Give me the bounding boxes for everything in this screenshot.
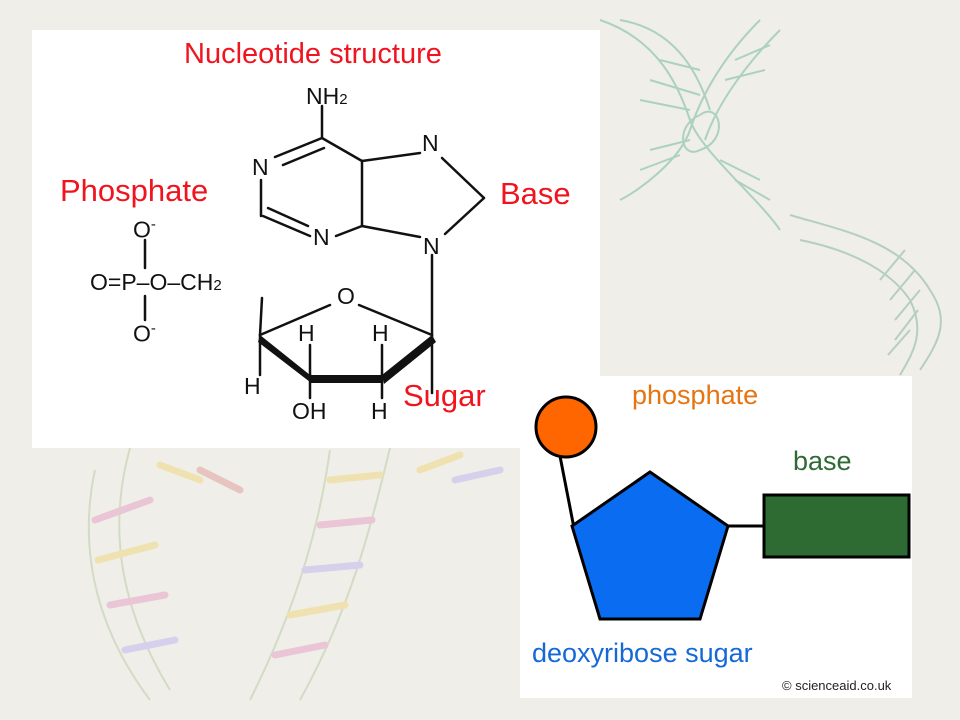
simplified-nucleotide-diagram <box>534 395 911 621</box>
ring-nitrogen-3: N <box>313 224 330 250</box>
dna-helix-right <box>789 214 942 376</box>
ring-nitrogen-7: N <box>422 130 439 156</box>
phosphate-link <box>557 450 576 529</box>
hydrogen-c4: H <box>244 373 261 399</box>
hydrogen-c3: H <box>298 320 315 346</box>
phosphate-row: O=P–O–CH2 <box>90 269 222 295</box>
phosphate-label: Phosphate <box>60 173 209 208</box>
copyright-notice: © scienceaid.co.uk <box>782 678 892 693</box>
ring-nitrogen-1: N <box>252 154 269 180</box>
nucleotide-structure-panel: Nucleotide structure Phosphate Base Suga… <box>32 30 600 448</box>
chromosome-illustration <box>599 19 781 231</box>
phosphate-circle <box>534 395 598 459</box>
sugar-ring-oxygen: O <box>337 283 355 309</box>
hydrogen-c2-lower: H <box>371 398 388 424</box>
phosphate-oxygen-bottom: O- <box>133 320 156 347</box>
dna-helix-left <box>87 447 504 701</box>
sugar-caption: deoxyribose sugar <box>532 638 753 668</box>
ring-nitrogen-9: N <box>423 233 440 259</box>
hydroxyl-group: OH <box>292 398 327 424</box>
hydrogen-c2: H <box>372 320 389 346</box>
base-rectangle <box>762 493 911 559</box>
sugar-label: Sugar <box>403 378 486 413</box>
structure-title: Nucleotide structure <box>184 38 442 70</box>
base-label: Base <box>500 176 571 211</box>
molecule-bonds <box>143 104 486 400</box>
base-caption: base <box>793 446 852 476</box>
sugar-pentagon <box>570 470 730 621</box>
phosphate-caption: phosphate <box>632 380 759 410</box>
phosphate-oxygen-top: O- <box>133 216 156 243</box>
simplified-nucleotide-panel: phosphate base deoxyribose sugar © scien… <box>520 376 912 698</box>
nh2-group: NH2 <box>306 83 348 109</box>
